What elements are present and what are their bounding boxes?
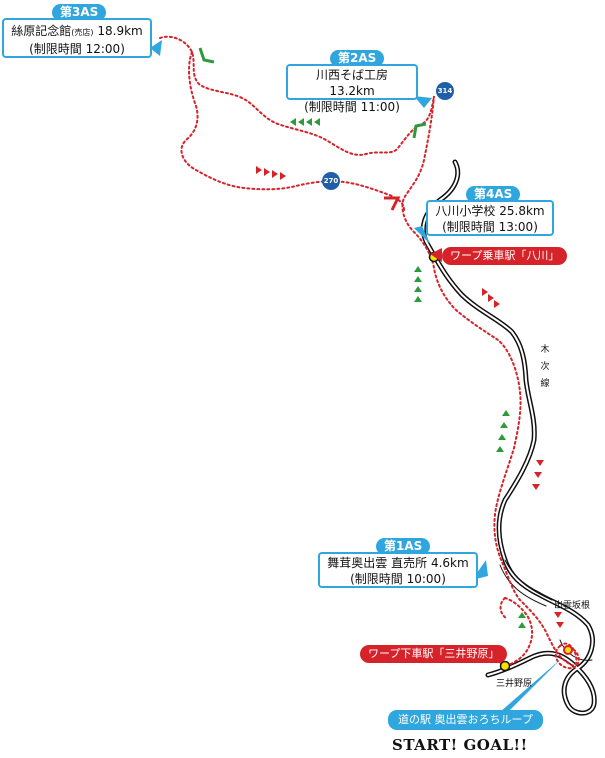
as2-callout: 川西そば工房 13.2km (制限時間 11:00): [286, 64, 418, 114]
warp-pointers: [430, 248, 504, 664]
course-route: [159, 35, 580, 670]
as2-limit: (制限時間 11:00): [304, 100, 400, 114]
rail-line-char-2: 次: [540, 362, 550, 372]
as3-callout: 絲原記念館(売店) 18.9km (制限時間 12:00): [2, 18, 152, 58]
as1-limit: (制限時間 10:00): [350, 572, 446, 586]
as1-callout: 舞茸奥出雲 直売所 4.6km (制限時間 10:00): [318, 552, 478, 588]
as3-limit: (制限時間 12:00): [29, 42, 125, 56]
callout-pointers: [150, 40, 562, 712]
as2-name: 川西そば工房: [315, 68, 388, 82]
as4-tag: 第4AS: [466, 186, 521, 203]
as3-tag: 第3AS: [52, 4, 107, 21]
warp-alight-station-label: ワープ下車駅「三井野原」: [360, 645, 508, 663]
as4-distance: 25.8km: [499, 204, 545, 218]
miinohara-station-marker: [499, 660, 511, 672]
as1-distance: 4.6km: [430, 556, 469, 570]
as4-callout: 八川小学校 25.8km (制限時間 13:00): [426, 200, 554, 236]
as3-distance: 18.9km: [97, 24, 143, 38]
as2-tag: 第2AS: [330, 50, 385, 67]
rail-line-label: 木 次 線: [540, 342, 550, 393]
railway-line: [420, 159, 597, 716]
warp-board-station-label: ワープ乗車駅「八川」: [442, 247, 568, 265]
as2-distance: 13.2km: [329, 84, 375, 98]
as3-name-note: (売店): [71, 28, 94, 37]
as3-name: 絲原記念館: [11, 24, 72, 38]
route-314-shield: 314: [436, 82, 454, 100]
izumo-sakane-label: 出雲坂根: [554, 601, 591, 611]
direction-arrows: [198, 47, 564, 628]
as1-tag: 第1AS: [376, 538, 431, 555]
route-270-shield: 270: [322, 172, 340, 190]
as4-limit: (制限時間 13:00): [442, 220, 538, 234]
start-point-marker: [563, 645, 573, 655]
miinohara-label: 三井野原: [496, 679, 533, 689]
as4-name: 八川小学校: [435, 204, 496, 218]
rail-line-char-3: 線: [540, 379, 550, 389]
as1-name: 舞茸奥出雲 直売所: [327, 556, 428, 570]
start-point-label: 道の駅 奥出雲おろちループ: [388, 710, 543, 730]
start-goal-text: START! GOAL!!: [392, 736, 528, 754]
rail-line-char-1: 木: [540, 345, 550, 355]
